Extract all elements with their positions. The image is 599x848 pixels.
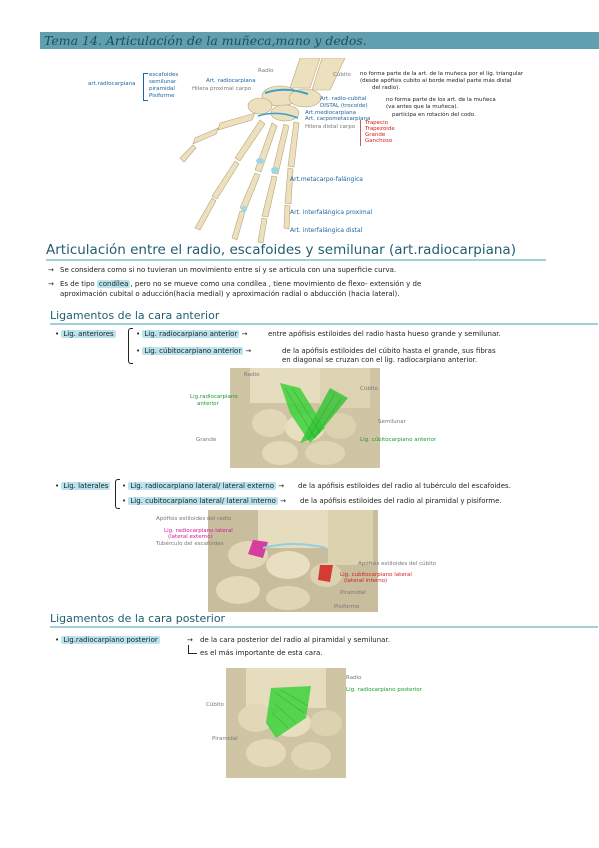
posterior-label-cubito: Cúbito bbox=[206, 702, 224, 708]
label-art-carpometacarpiana: Art. carpometacarpiana bbox=[305, 116, 371, 122]
posterior-label-piramidal: Piramidal bbox=[212, 736, 238, 742]
anterior-label-lig-radio: Lig.radiocarpiano bbox=[190, 394, 238, 400]
laterales-group-label: Lig. laterales bbox=[61, 482, 111, 490]
anterior-label-lig-cubito: Lig. cúbitocarpiano anterior bbox=[360, 437, 437, 443]
cubito-note: del radio). bbox=[372, 85, 401, 91]
distal-row-item: Trapecio bbox=[365, 120, 388, 126]
laterales-lig2: • Lig. cubitocarpiano lateral/ lateral i… bbox=[122, 497, 287, 505]
section-underline bbox=[46, 259, 546, 261]
label-art-metacarpo-falangica: Art.metacarpo-falángica bbox=[290, 176, 363, 183]
lateral-label-lig2: Lig. cubitocarpiano lateral bbox=[340, 572, 412, 578]
anterior-lig1-desc: entre apófisis estiloides del radio hast… bbox=[268, 330, 501, 338]
hand-skeleton-figure bbox=[160, 58, 360, 243]
section-heading-radiocarpiana: Articulación entre el radio, escafoides … bbox=[46, 242, 516, 258]
lateral-ligament-figure bbox=[208, 510, 378, 612]
bracket-item: Pisiforme bbox=[149, 93, 175, 99]
posterior-label-radio: Radio bbox=[346, 675, 362, 681]
posterior-ligament-figure bbox=[226, 668, 346, 778]
bullet2-start: Es de tipo bbox=[60, 280, 95, 288]
section-underline bbox=[50, 323, 598, 325]
label-distal: DISTAL (trocoide) bbox=[320, 103, 368, 109]
bracket-item: escafoides bbox=[149, 72, 179, 78]
lateral-label-pisiforme: Pisiforme bbox=[334, 604, 360, 610]
section-heading-posterior: Ligamentos de la cara posterior bbox=[50, 612, 226, 625]
laterales-lig2-label: Lig. cubitocarpiano lateral/ lateral int… bbox=[128, 497, 278, 505]
laterales-lig1-desc: de la apófisis estiloides del radio al t… bbox=[298, 482, 511, 490]
bracket-item: piramidal bbox=[149, 86, 175, 92]
anterior-lig2-label: Lig. cúbitocarpiano anterior bbox=[142, 347, 244, 355]
radio-cubital-note: no forma parte de los art. de la muñeca bbox=[386, 97, 496, 103]
posterior-desc2: es el más importante de esta cara. bbox=[200, 649, 323, 657]
anterior-group: • Lig. anteriores bbox=[55, 330, 116, 338]
distal-row-item: Trapezoide bbox=[365, 126, 395, 132]
anterior-label-cubito: Cúbito bbox=[360, 386, 378, 392]
anterior-brace bbox=[128, 328, 133, 364]
anterior-lig2-desc1: de la apófisis estiloides del cúbito has… bbox=[282, 347, 496, 355]
lateral-label-apofisis-cubito: Apófisis estiloides del cúbito bbox=[358, 561, 437, 567]
label-art-interfalangica-distal: Art. interfalángica distal bbox=[290, 227, 363, 234]
radio-cubital-note: (va antes que la muñeca). bbox=[386, 104, 459, 110]
laterales-brace bbox=[115, 479, 120, 509]
lateral-label-apofisis-radio: Apófisis estiloides del radio bbox=[156, 516, 232, 522]
bracket-item: semilunar bbox=[149, 79, 177, 85]
section1-bullet1: Se considera como si no tuvieran un movi… bbox=[60, 266, 397, 274]
carpo-note: participa en rotación del codo. bbox=[392, 112, 476, 118]
bracket-label: art.radiocarpiana bbox=[88, 81, 136, 87]
anterior-ligament-figure bbox=[230, 368, 380, 468]
anterior-lig1: • Lig. radiocarpiano anterior → bbox=[136, 330, 248, 338]
distal-brace bbox=[360, 120, 364, 146]
lateral-label-tuberculo: Tubérculo del escafoides bbox=[156, 541, 224, 547]
lateral-label-piramidal: Piramidal bbox=[340, 590, 366, 596]
label-cubito: Cúbito bbox=[333, 72, 351, 78]
posterior-arrow: → bbox=[187, 636, 193, 644]
posterior-branch bbox=[188, 645, 197, 654]
posterior-desc1: de la cara posterior del radio al pirami… bbox=[200, 636, 390, 644]
label-hilera-proximal: Hilera proximal carpo bbox=[192, 86, 252, 92]
laterales-lig1: • Lig. radiocarpiano lateral/ lateral ex… bbox=[122, 482, 285, 490]
section1-bullet2: Es de tipo condílea, pero no se mueve co… bbox=[60, 280, 421, 289]
lateral-label-lig2b: (lateral interno) bbox=[344, 578, 388, 584]
laterales-group: • Lig. laterales bbox=[55, 482, 111, 490]
label-art-mediocarpiana: Art.mediocarpiana bbox=[305, 110, 356, 116]
anterior-label-lig-radio-2: anterior bbox=[197, 401, 219, 407]
anterior-label-grande: Grande bbox=[196, 437, 217, 443]
lateral-label-lig1: Lig. radiocarpiano lateral bbox=[164, 528, 233, 534]
section1-bullet2-line2: aproximación cubital o aducción(hacia me… bbox=[60, 290, 400, 298]
bullet2-end: , pero no se mueve como una condílea , t… bbox=[130, 280, 422, 288]
bullet-arrow: → bbox=[48, 266, 54, 274]
laterales-lig1-label: Lig. radiocarpiano lateral/ lateral exte… bbox=[128, 482, 277, 490]
anterior-lig2: • Lig. cúbitocarpiano anterior → bbox=[136, 347, 252, 355]
anterior-label-radio: Radio bbox=[244, 372, 260, 378]
laterales-lig2-desc: de la apófisis estiloides del radio al p… bbox=[300, 497, 502, 505]
cubito-note: (desde apófisis cubito al borde medial p… bbox=[360, 78, 512, 84]
anterior-group-label: Lig. anteriores bbox=[61, 330, 116, 338]
anterior-label-semilunar: Semilunar bbox=[378, 419, 406, 425]
section-underline bbox=[50, 626, 598, 628]
bullet-arrow: → bbox=[48, 280, 54, 288]
distal-row-item: Grande bbox=[365, 132, 386, 138]
label-art-radiocarpiana: Art. radiocarpiana bbox=[206, 78, 256, 84]
posterior-label-lig: Lig. radiocarpiano posterior bbox=[346, 687, 422, 693]
label-hilera-distal: Hilera distal carpo bbox=[305, 124, 356, 130]
label-art-radio-cubital: Art. radio-cubital bbox=[320, 96, 367, 102]
bracket-brace bbox=[143, 73, 148, 101]
posterior-lig-label: Lig.radiocarpiano posterior bbox=[61, 636, 160, 644]
distal-row-item: Ganchoso bbox=[365, 138, 393, 144]
label-art-interfalangica-proximal: Art. interfalángica proximal bbox=[290, 209, 373, 216]
posterior-lig: • Lig.radiocarpiano posterior bbox=[55, 636, 160, 644]
cubito-note: no forma parte de la art. de la muñeca p… bbox=[360, 71, 524, 77]
section-heading-anterior: Ligamentos de la cara anterior bbox=[50, 309, 220, 322]
lateral-label-lig1b: (lateral externo) bbox=[168, 534, 213, 540]
title-bar: Tema 14. Articulación de la muñeca,mano … bbox=[40, 32, 599, 49]
label-radio: Radio bbox=[258, 68, 274, 74]
bullet2-highlight: condílea bbox=[96, 280, 131, 288]
anterior-lig1-label: Lig. radiocarpiano anterior bbox=[142, 330, 240, 338]
anterior-lig2-desc2: en diagonal se cruzan con el lig. radioc… bbox=[282, 356, 478, 364]
page-title: Tema 14. Articulación de la muñeca,mano … bbox=[44, 33, 367, 48]
